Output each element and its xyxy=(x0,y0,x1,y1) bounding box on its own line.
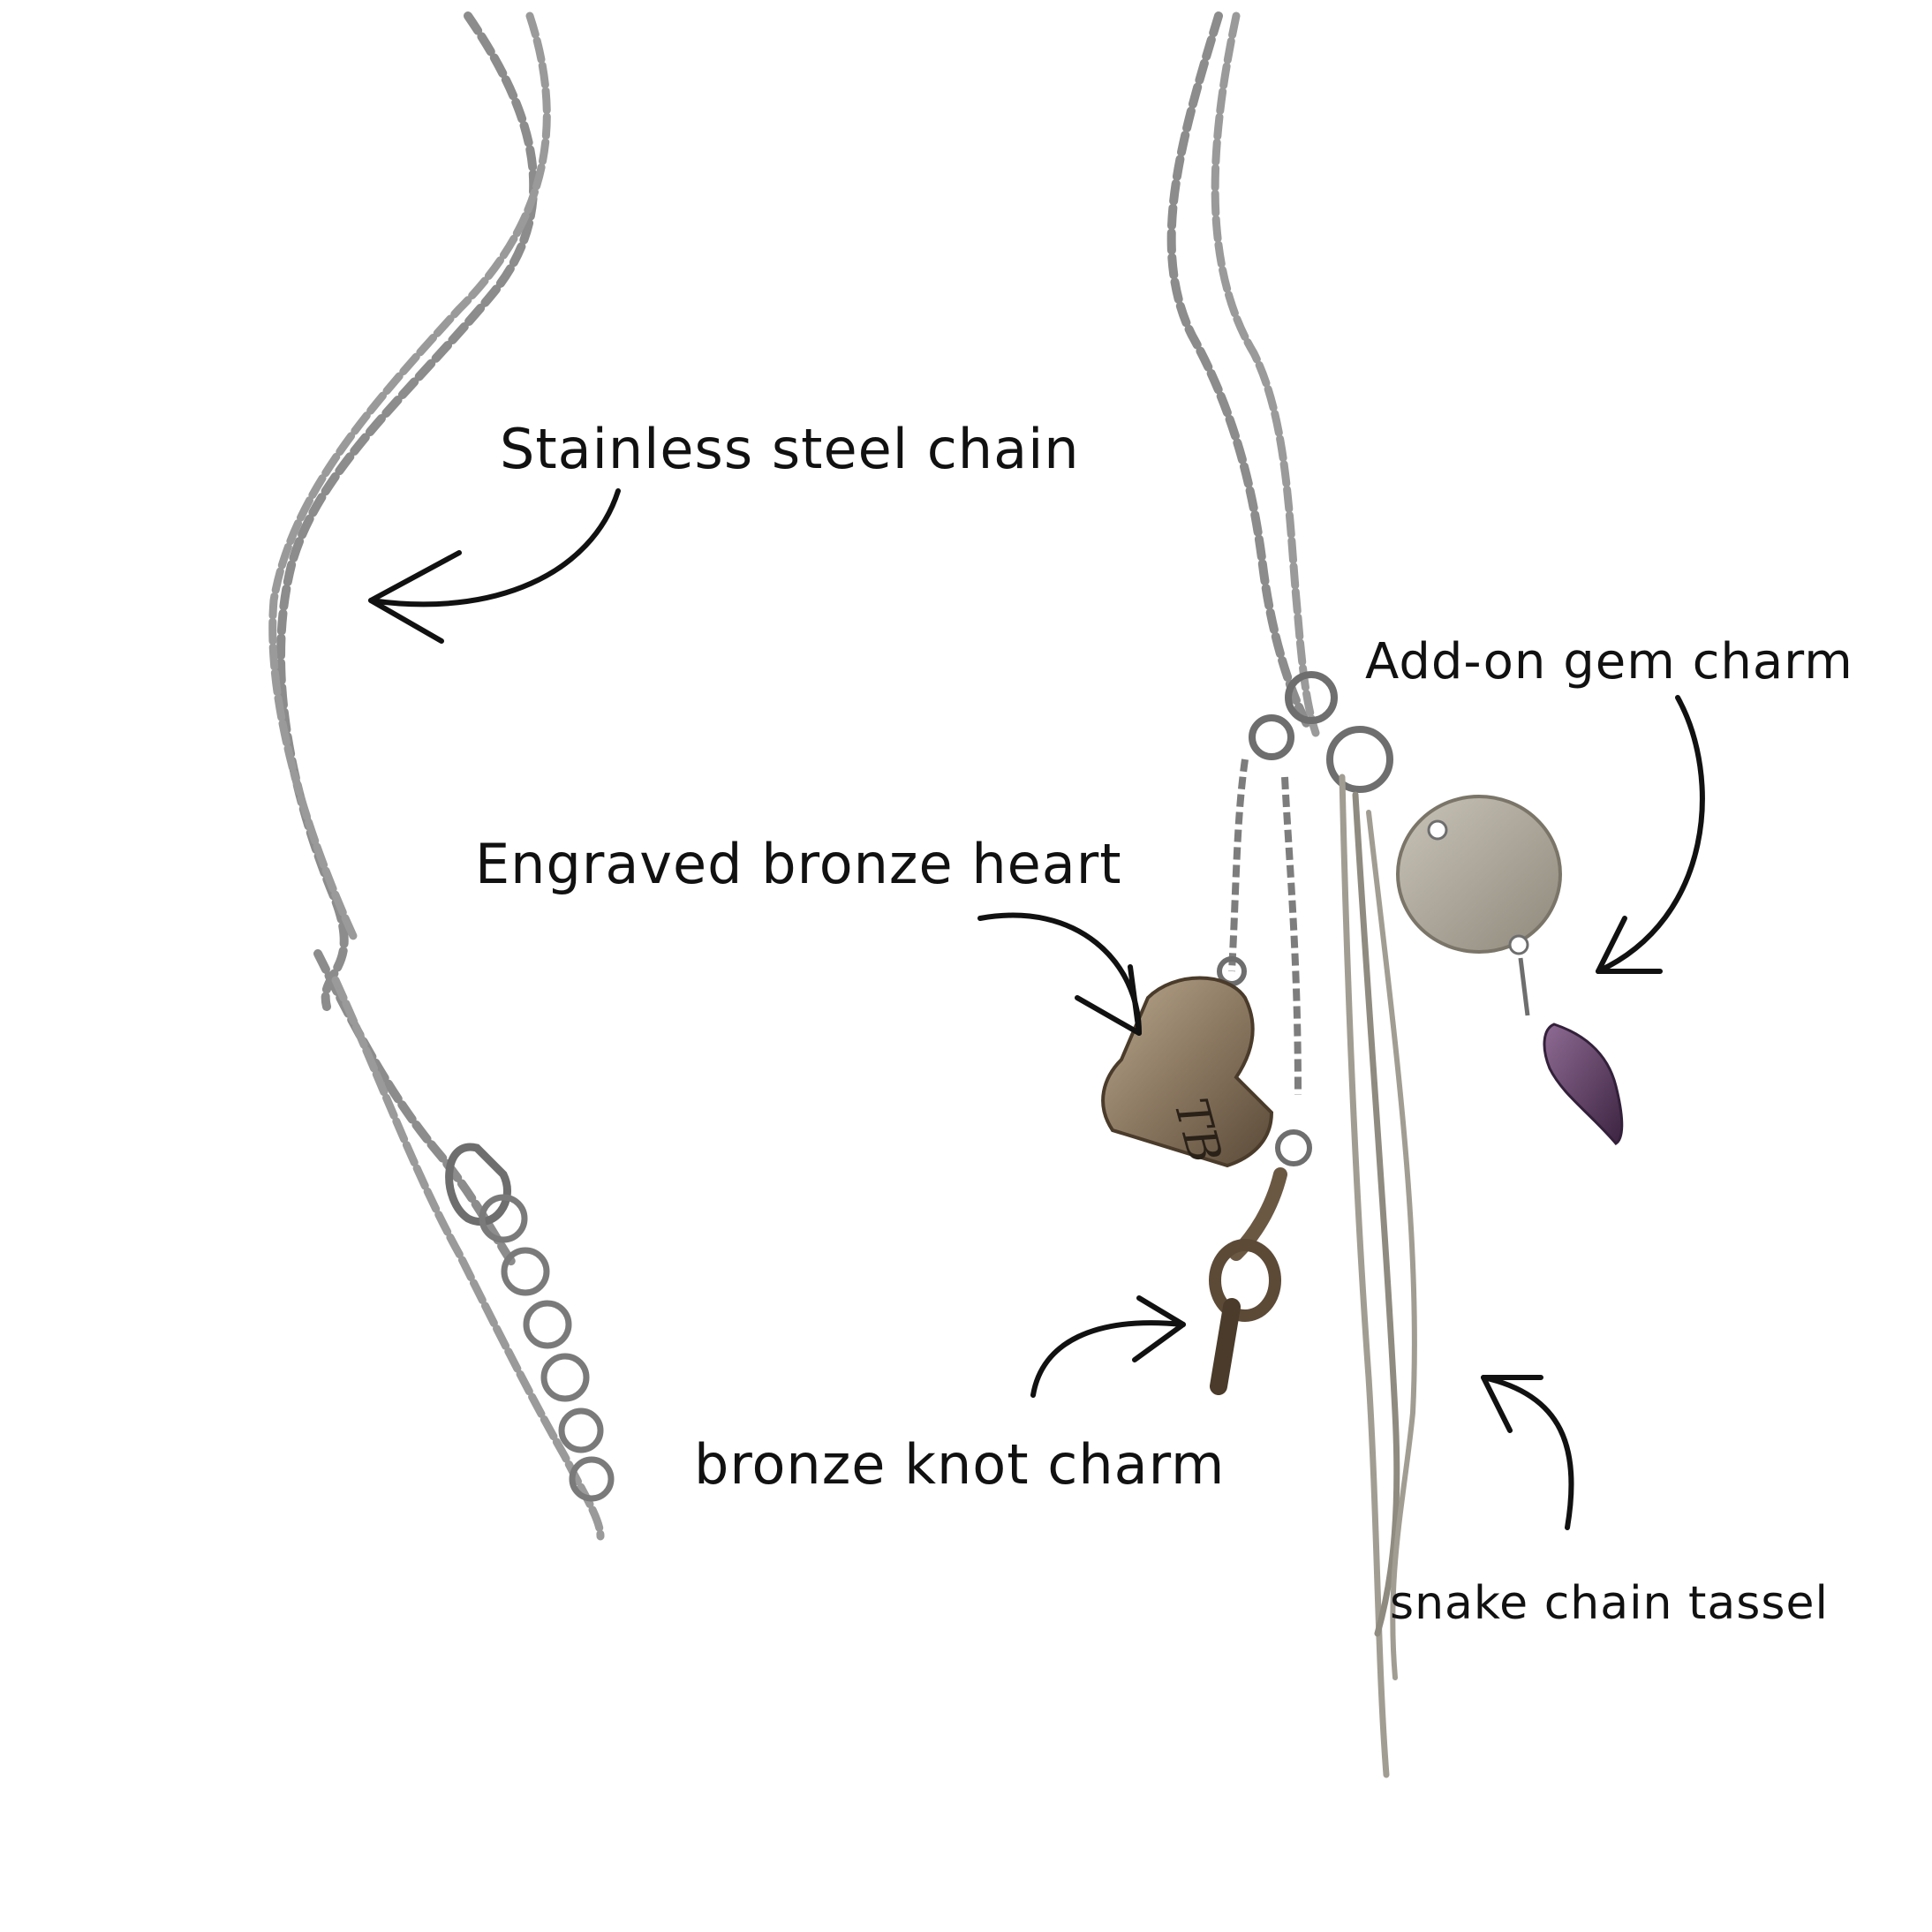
label-engraved-bronze-heart: Engraved bronze heart xyxy=(475,832,1122,896)
knot-charm xyxy=(1209,776,1312,1395)
arrow-knot-charm xyxy=(1030,1320,1186,1398)
right-chain xyxy=(1166,11,1393,793)
arrow-gem-charm xyxy=(1596,695,1705,974)
label-bronze-knot-charm: bronze knot charm xyxy=(694,1432,1226,1497)
annotation-arrows xyxy=(368,488,1705,1530)
label-add-on-gem-charm: Add-on gem charm xyxy=(1365,633,1853,691)
arrow-bronze-heart xyxy=(977,912,1142,1036)
snake-chain-tassel xyxy=(1339,774,1417,1778)
heart-charm: TB xyxy=(1101,758,1274,1169)
gem-charm xyxy=(1396,795,1624,1145)
arrow-stainless-chain xyxy=(368,488,621,608)
label-snake-chain-tassel: snake chain tassel xyxy=(1390,1577,1829,1630)
arrow-snake-tassel xyxy=(1481,1375,1574,1530)
left-chain xyxy=(268,11,615,1541)
label-stainless-steel-chain: Stainless steel chain xyxy=(500,417,1080,481)
